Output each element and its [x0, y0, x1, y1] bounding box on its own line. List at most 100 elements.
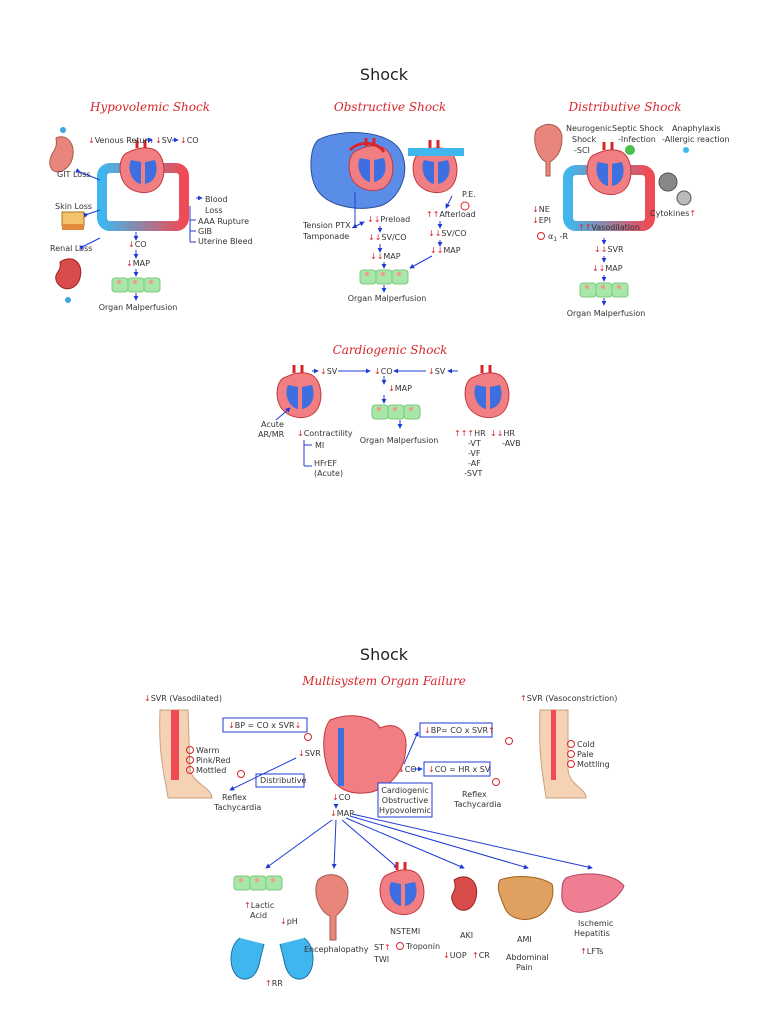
co-eq-box — [423, 761, 491, 777]
venous-return-label: Venous Return — [95, 136, 153, 145]
svg-text:↓↓MAP: ↓↓MAP — [592, 264, 623, 273]
pain-label: Pain — [516, 963, 533, 972]
svg-text:↓Venous Return: ↓Venous Return — [88, 136, 153, 145]
tamponade-label: Tamponade — [302, 232, 349, 241]
obst-sv-co-right: SV/CO — [441, 229, 466, 238]
troponin-label: Troponin — [405, 942, 440, 951]
hypo-title: Hypovolemic Shock — [89, 100, 210, 114]
st-label: ST — [374, 943, 384, 952]
neurogenic-label: Neurogenic — [566, 124, 612, 133]
immune-cell-icon — [658, 172, 678, 192]
svg-text:Cytokines↑: Cytokines↑ — [650, 209, 696, 218]
box-cardio-label: Cardiogenic — [381, 786, 429, 795]
svg-text:↓SV: ↓SV — [428, 367, 446, 376]
af-label: -AF — [468, 459, 481, 468]
svg-text:↓CO = HR x SV: ↓CO = HR x SV — [428, 765, 491, 774]
heart-icon — [323, 715, 407, 794]
hr-high-label: HR — [474, 429, 486, 438]
cardio-map: MAP — [395, 384, 412, 393]
svg-text:↓CO: ↓CO — [180, 136, 199, 145]
mi-label: MI — [315, 441, 324, 450]
obstructive-panel: Obstructive Shock P.E. Tension PTX Tampo… — [302, 100, 476, 303]
svg-text:↓EPI: ↓EPI — [532, 216, 551, 225]
warm-label: Warm — [196, 746, 219, 755]
svg-text:↓CO: ↓CO — [332, 793, 351, 802]
lactic-label: Lactic — [251, 901, 275, 910]
tachy-right-label: Tachycardia — [453, 800, 501, 809]
obst-malperfusion-label: Organ Malperfusion — [348, 294, 427, 303]
blood-label: Blood — [205, 195, 228, 204]
svg-text:↓NE: ↓NE — [532, 205, 550, 214]
heart-icon — [585, 140, 633, 197]
svr-center-label: SVR — [305, 749, 322, 758]
preload-label: Preload — [380, 215, 410, 224]
svg-text:↓pH: ↓pH — [280, 917, 298, 926]
encephalopathy-label: Encephalopathy — [304, 945, 369, 954]
uop-label: UOP — [450, 951, 467, 960]
skin-loss-label: Skin Loss — [55, 202, 92, 211]
svg-text:↓MAP: ↓MAP — [330, 809, 354, 818]
cardio-malperfusion-label: Organ Malperfusion — [360, 436, 439, 445]
page1-title: Shock — [360, 65, 409, 84]
anaphylaxis-label: Anaphylaxis — [672, 124, 721, 133]
svg-text:↓BP= CO x SVR↑: ↓BP= CO x SVR↑ — [424, 726, 495, 735]
vasodilation-label: Vasodilation — [591, 223, 640, 232]
co-eq-label: CO = HR x SV — [435, 765, 491, 774]
dist-map-label: MAP — [605, 264, 622, 273]
obst-map-left: MAP — [383, 252, 400, 261]
hepatitis-label: Hepatitis — [574, 929, 610, 938]
hypo-malperfusion-label: Organ Malperfusion — [99, 303, 178, 312]
ami-label: AMI — [517, 935, 532, 944]
tension-label: Tension PTX — [302, 221, 351, 230]
obst-title: Obstructive Shock — [334, 100, 446, 114]
heart-left-icon — [275, 363, 323, 420]
ne-label: NE — [539, 205, 550, 214]
stomach-icon — [49, 136, 74, 173]
uterine-label: Uterine Bleed — [198, 237, 253, 246]
cardio-co: CO — [381, 367, 393, 376]
kidney-icon — [55, 258, 82, 290]
cytokines-label: Cytokines — [650, 209, 689, 218]
cells-icon — [233, 875, 283, 891]
svg-text:↓CO: ↓CO — [128, 240, 147, 249]
epi-label: EPI — [539, 216, 551, 225]
ar-mr-label: AR/MR — [258, 430, 285, 439]
mof-panel: ↓SVR (Vasodilated) ↑SVR (Vasoconstrictio… — [144, 694, 625, 988]
abdominal-label: Abdominal — [506, 953, 549, 962]
dist-title: Distributive Shock — [568, 100, 682, 114]
svg-text:↓SVR (Vasodilated): ↓SVR (Vasodilated) — [144, 694, 222, 703]
mottled-label: Mottled — [196, 766, 226, 775]
page2-title: Shock — [360, 645, 409, 664]
cardio-title: Cardiogenic Shock — [333, 343, 448, 357]
box-obst-label: Obstructive — [382, 796, 429, 805]
kidney-icon — [451, 876, 478, 911]
co-center-label: CO — [339, 793, 351, 802]
renal-loss-label: Renal Loss — [50, 244, 92, 253]
hfref-label: HFrEF — [314, 459, 337, 468]
svg-text:↓UOP: ↓UOP — [443, 951, 467, 960]
sv-label: SV — [162, 136, 173, 145]
cells-icon — [111, 277, 161, 293]
cells-icon — [359, 269, 409, 285]
aki-label: AKI — [460, 931, 473, 940]
co-right-label: CO — [405, 765, 417, 774]
bacteria-icon — [625, 145, 635, 155]
gib-label: GIB — [198, 227, 212, 236]
hypovolemic-panel: Hypovolemic Shock ↓Venous Return ↓SV ↓CO… — [49, 100, 253, 312]
svg-text:↓MAP: ↓MAP — [388, 384, 412, 393]
svg-text:↓SV: ↓SV — [320, 367, 338, 376]
twi-label: TWI — [373, 955, 389, 964]
svg-text:↑↑↑HR: ↑↑↑HR — [454, 429, 486, 438]
distributive-box — [255, 773, 305, 788]
skin-icon — [61, 211, 85, 227]
infection-label: -Infection — [618, 135, 656, 144]
acute-label: Acute — [261, 420, 284, 429]
dist-svr-label: SVR — [607, 245, 624, 254]
liver-icon — [561, 873, 625, 913]
ischemic-label: Ischemic — [578, 919, 613, 928]
distributive-panel: Distributive Shock Neurogenic Shock -SCI… — [532, 100, 730, 318]
svg-text:↓↓Preload: ↓↓Preload — [367, 215, 410, 224]
acid-label: Acid — [250, 911, 267, 920]
mottling-label: Mottling — [577, 760, 610, 769]
